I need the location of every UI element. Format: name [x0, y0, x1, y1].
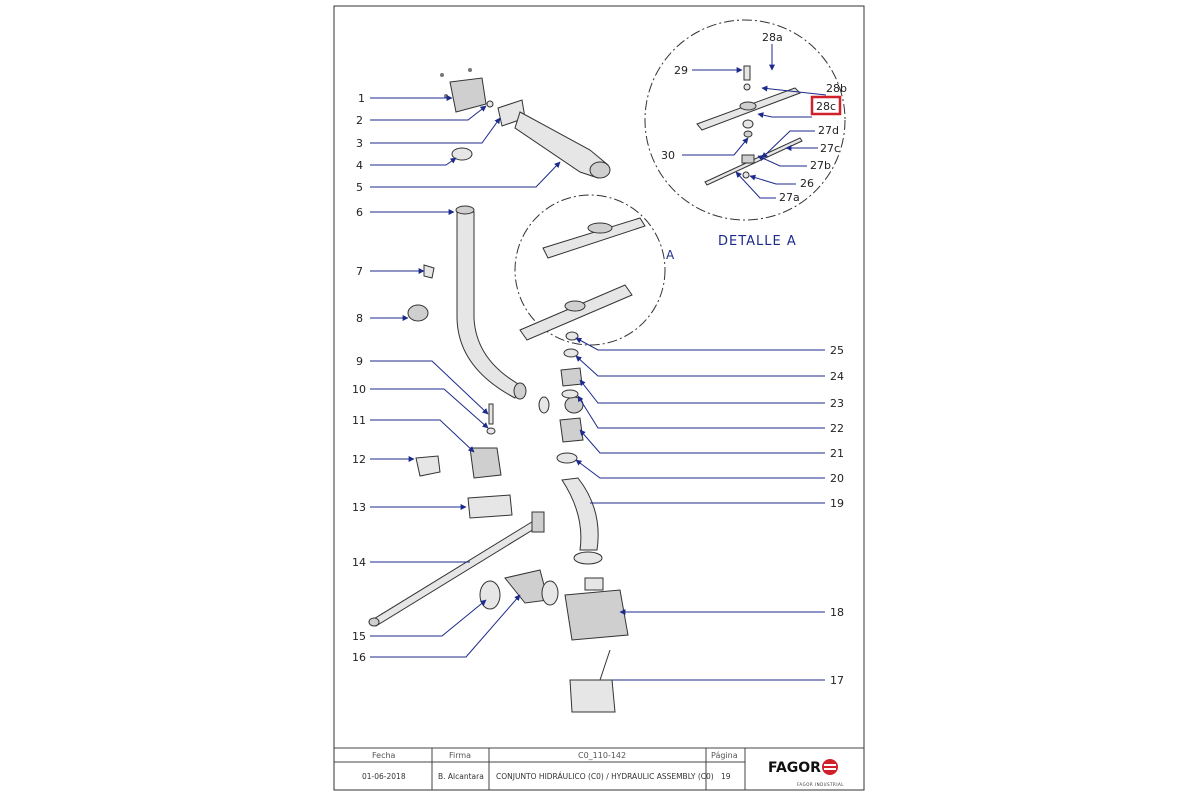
- callout-20: 20: [830, 472, 844, 485]
- detail-a-callout-circle: [514, 194, 666, 346]
- callout-13: 13: [352, 501, 366, 514]
- callout-28a: 28a: [762, 31, 783, 44]
- parts-group: [368, 68, 629, 713]
- callout-19: 19: [830, 497, 844, 510]
- callout-21: 21: [830, 447, 844, 460]
- brand-name: FAGOR: [768, 760, 821, 776]
- firma-label: Firma: [449, 751, 471, 760]
- pagina-label: Página: [711, 751, 738, 760]
- callout-27a: 27a: [779, 191, 800, 204]
- fecha-value: 01-06-2018: [362, 772, 406, 781]
- title-block: Fecha 01-06-2018 Firma B. Alcantara C0_1…: [334, 747, 864, 790]
- callout-26: 26: [800, 177, 814, 190]
- callout-10: 10: [352, 383, 366, 396]
- callout-23: 23: [830, 397, 844, 410]
- callout-16: 16: [352, 651, 366, 664]
- callout-5: 5: [356, 181, 363, 194]
- fagor-logo-icon: [822, 759, 838, 775]
- callout-1: 1: [358, 92, 365, 105]
- drawing-code: C0_110-142: [578, 751, 626, 760]
- callout-9: 9: [356, 355, 363, 368]
- callout-22: 22: [830, 422, 844, 435]
- callout-30: 30: [661, 149, 675, 162]
- callout-28b: 28b: [826, 82, 847, 95]
- callout-25: 25: [830, 344, 844, 357]
- callout-14: 14: [352, 556, 366, 569]
- callout-labels: 1 2 3 4 5 6 7 8 9 10 11 12 13 14 15 16 2…: [352, 31, 847, 687]
- callout-3: 3: [356, 137, 363, 150]
- callout-8: 8: [356, 312, 363, 325]
- callout-27b: 27b: [810, 159, 831, 172]
- callout-11: 11: [352, 414, 366, 427]
- leader-lines: [370, 44, 827, 681]
- callout-15: 15: [352, 630, 366, 643]
- callout-24: 24: [830, 370, 844, 383]
- firma-value: B. Alcantara: [438, 772, 484, 781]
- drawing-description: CONJUNTO HIDRÁULICO (C0) / HYDRAULIC ASS…: [496, 772, 714, 781]
- detail-a-view: [644, 19, 846, 221]
- callout-28c: 28c: [816, 100, 836, 113]
- callout-6: 6: [356, 206, 363, 219]
- callout-4: 4: [356, 159, 363, 172]
- callout-27d: 27d: [818, 124, 839, 137]
- callout-2: 2: [356, 114, 363, 127]
- detail-a-title: DETALLE A: [718, 234, 797, 249]
- brand-subtitle: FAGOR INDUSTRIAL: [797, 782, 844, 787]
- detail-a-marker: A: [666, 248, 675, 262]
- fecha-label: Fecha: [372, 751, 396, 760]
- callout-17: 17: [830, 674, 844, 687]
- sheet-border: [333, 5, 865, 791]
- callout-7: 7: [356, 265, 363, 278]
- callout-29: 29: [674, 64, 688, 77]
- callout-12: 12: [352, 453, 366, 466]
- highlight-box-28c: [810, 95, 842, 116]
- callout-18: 18: [830, 606, 844, 619]
- callout-27c: 27c: [820, 142, 840, 155]
- pagina-value: 19: [721, 772, 731, 781]
